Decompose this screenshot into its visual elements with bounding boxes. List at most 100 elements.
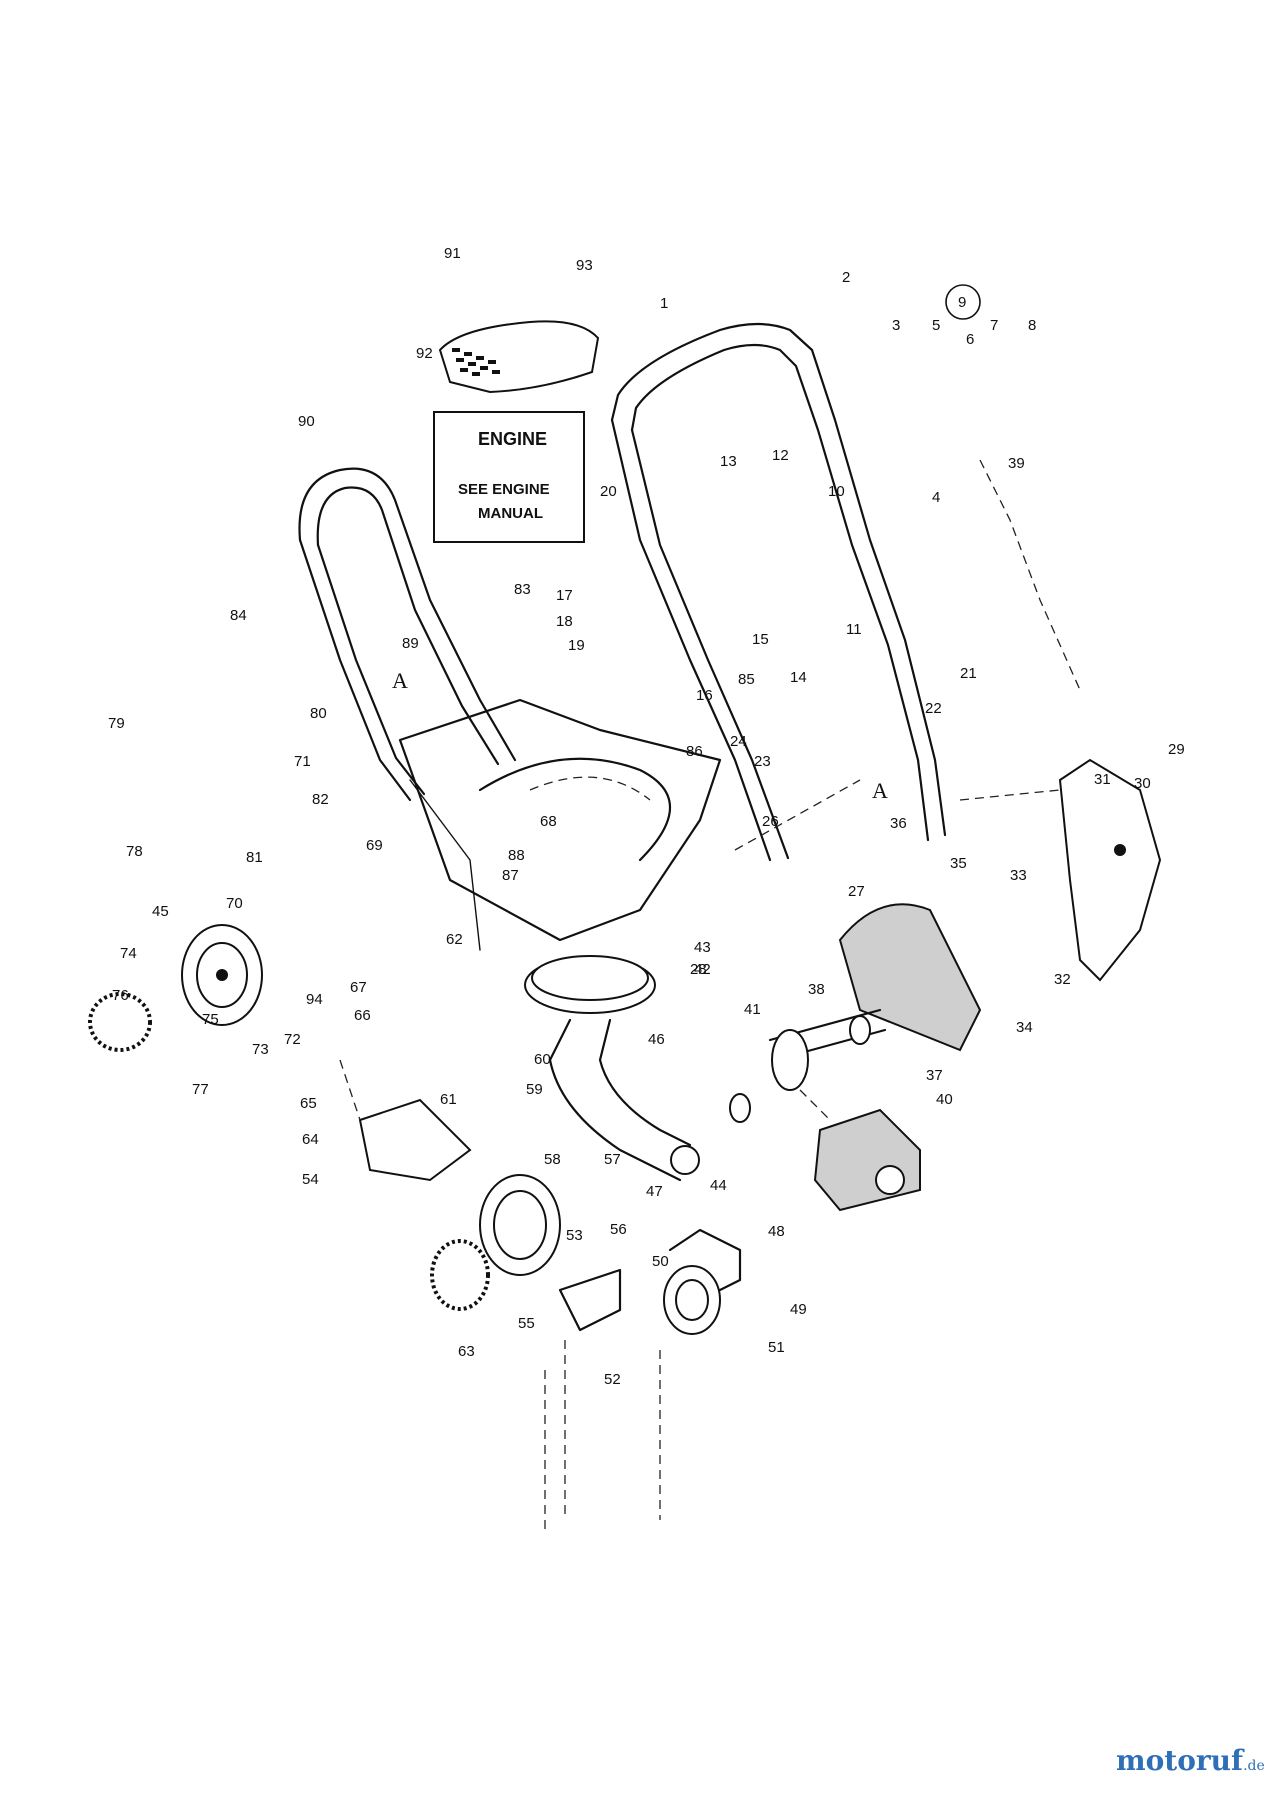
hubcap-left (88, 992, 152, 1052)
label-part-37: 37 (926, 1067, 943, 1084)
label-part-7: 7 (990, 317, 998, 334)
label-part-23: 23 (754, 753, 771, 770)
label-part-88: 88 (508, 847, 525, 864)
label-part-24: 24 (730, 733, 747, 750)
label-part-73: 73 (252, 1041, 269, 1058)
label-part-75: 75 (202, 1011, 219, 1028)
lower-handle (298, 467, 517, 802)
label-part-94: 94 (306, 991, 323, 1008)
label-part-40: 40 (936, 1091, 953, 1108)
engine-box-line2: SEE ENGINE (458, 481, 550, 498)
label-part-4: 4 (932, 489, 940, 506)
label-part-65: 65 (300, 1095, 317, 1112)
label-part-64: 64 (302, 1131, 319, 1148)
label-part-22: 22 (925, 700, 942, 717)
drive-pulley (524, 955, 700, 1182)
label-part-91: 91 (444, 245, 461, 262)
label-part-9: 9 (958, 294, 966, 311)
label-part-16: 16 (696, 687, 713, 704)
label-part-20: 20 (600, 483, 617, 500)
label-part-6: 6 (966, 331, 974, 348)
depth-arm (558, 1228, 742, 1332)
label-part-11: 11 (846, 621, 862, 638)
label-part-84: 84 (230, 607, 247, 624)
engine-manual-box: ENGINE SEE ENGINE MANUAL (433, 411, 585, 543)
motoruf-watermark-logo: motoruf.de (1116, 1744, 1265, 1777)
engine-box-line1: ENGINE (478, 429, 547, 449)
label-part-87: 87 (502, 867, 519, 884)
belt-cover (813, 1108, 921, 1212)
caster-wheel (663, 1265, 721, 1335)
label-part-49: 49 (790, 1301, 807, 1318)
label-part-58: 58 (544, 1151, 561, 1168)
label-part-68: 68 (540, 813, 557, 830)
engine-cover (438, 320, 600, 394)
deck-housing (398, 698, 722, 951)
logo-brand: motoruf (1116, 1744, 1244, 1777)
label-part-62: 62 (446, 931, 463, 948)
rear-wheel-left (181, 924, 263, 1026)
label-part-35: 35 (950, 855, 967, 872)
label-part-83: 83 (514, 581, 531, 598)
blade-guard (838, 903, 982, 1052)
label-part-76: 76 (112, 987, 129, 1004)
label-part-69: 69 (366, 837, 383, 854)
reference-mark-a-left: A (392, 668, 408, 693)
label-part-59: 59 (526, 1081, 543, 1098)
label-part-90: 90 (298, 413, 315, 430)
assembly-lines (339, 779, 1061, 1530)
label-part-86: 86 (686, 743, 703, 760)
label-part-81: 81 (246, 849, 263, 866)
label-part-77: 77 (192, 1081, 209, 1098)
label-part-15: 15 (752, 631, 769, 648)
label-part-70: 70 (226, 895, 243, 912)
label-part-10: 10 (828, 483, 845, 500)
label-part-85: 85 (738, 671, 755, 688)
label-part-72: 72 (284, 1031, 301, 1048)
control-cable (979, 459, 1081, 691)
label-part-51: 51 (768, 1339, 785, 1356)
label-part-28: 28 (690, 961, 707, 978)
label-part-8: 8 (1028, 317, 1036, 334)
label-part-12: 12 (772, 447, 789, 464)
label-part-19: 19 (568, 637, 585, 654)
engine-box-line3: MANUAL (478, 505, 543, 522)
hubcap-front (430, 1239, 490, 1311)
label-part-32: 32 (1054, 971, 1071, 988)
label-part-55: 55 (518, 1315, 535, 1332)
label-part-79: 79 (108, 715, 125, 732)
label-part-1: 1 (660, 295, 668, 312)
label-part-30: 30 (1134, 775, 1151, 792)
part-9-circle (945, 284, 981, 320)
label-part-27: 27 (848, 883, 865, 900)
part-labels: 1 2 3 4 5 6 7 8 9 10 11 12 13 14 15 16 1… (108, 245, 1185, 1388)
label-part-17: 17 (556, 587, 573, 604)
label-part-43: 43 (694, 939, 711, 956)
label-part-47: 47 (646, 1183, 663, 1200)
label-part-45: 45 (152, 903, 169, 920)
label-part-29: 29 (1168, 741, 1185, 758)
label-part-67: 67 (350, 979, 367, 996)
label-part-41: 41 (744, 1001, 761, 1018)
spindle-shaft (729, 1008, 887, 1123)
reference-mark-a-right: A (872, 778, 888, 803)
label-part-26: 26 (762, 813, 779, 830)
label-part-74: 74 (120, 945, 137, 962)
label-part-78: 78 (126, 843, 143, 860)
label-part-34: 34 (1016, 1019, 1033, 1036)
label-part-14: 14 (790, 669, 807, 686)
label-part-52: 52 (604, 1371, 621, 1388)
label-part-50: 50 (652, 1253, 669, 1270)
label-part-63: 63 (458, 1343, 475, 1360)
label-part-36: 36 (890, 815, 907, 832)
label-part-5: 5 (932, 317, 940, 334)
label-part-53: 53 (566, 1227, 583, 1244)
label-part-66: 66 (354, 1007, 371, 1024)
label-part-42: 42 (694, 961, 711, 978)
label-part-18: 18 (556, 613, 573, 630)
front-wheel (479, 1174, 561, 1276)
label-part-57: 57 (604, 1151, 621, 1168)
label-part-46: 46 (648, 1031, 665, 1048)
edger-blade (1058, 758, 1162, 982)
